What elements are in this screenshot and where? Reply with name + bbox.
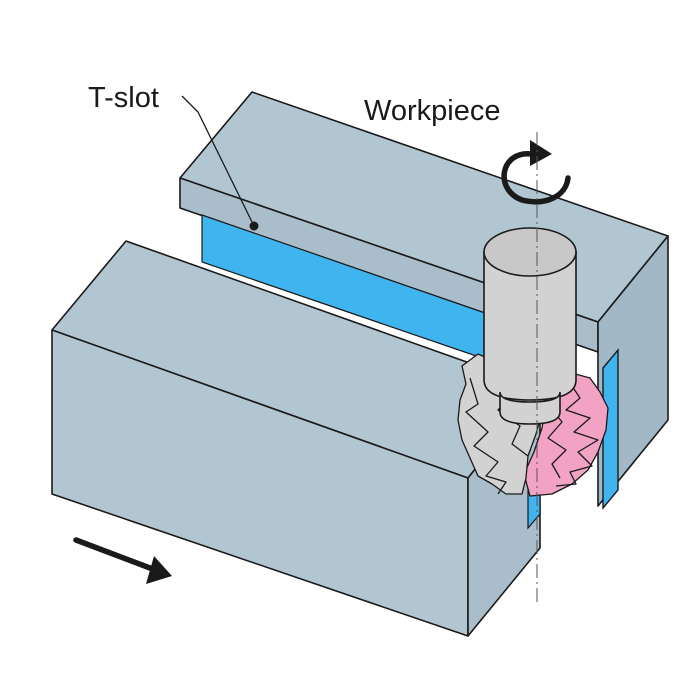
cutter-shank: [483, 227, 577, 425]
shank-neck: [499, 391, 561, 425]
cutter-tooth-edges-gray: [465, 377, 507, 495]
tslot-leader-line: [181, 95, 255, 227]
cutter-tooth-edges-pink: [555, 379, 599, 487]
cutter-teeth-pink: [523, 371, 609, 497]
tslot-label: T-slot: [88, 82, 159, 114]
feed-arrow-head: [146, 556, 172, 584]
rotation-arrow-head: [530, 140, 552, 166]
shank-top: [483, 227, 577, 277]
feed-arrow-shaft: [73, 537, 153, 571]
lower-block: [51, 240, 541, 637]
cutter-tooth-edges-pink-2: [547, 403, 567, 479]
tslot-leader-dot: [249, 221, 259, 231]
shank-body: [483, 251, 577, 401]
feed-direction-arrow: [73, 537, 172, 584]
workpiece-label: Workpiece: [364, 95, 500, 127]
t-slot-opening-right: [602, 348, 619, 510]
rotation-arrow-arc: [501, 151, 571, 205]
rotation-arrow: [501, 140, 571, 205]
